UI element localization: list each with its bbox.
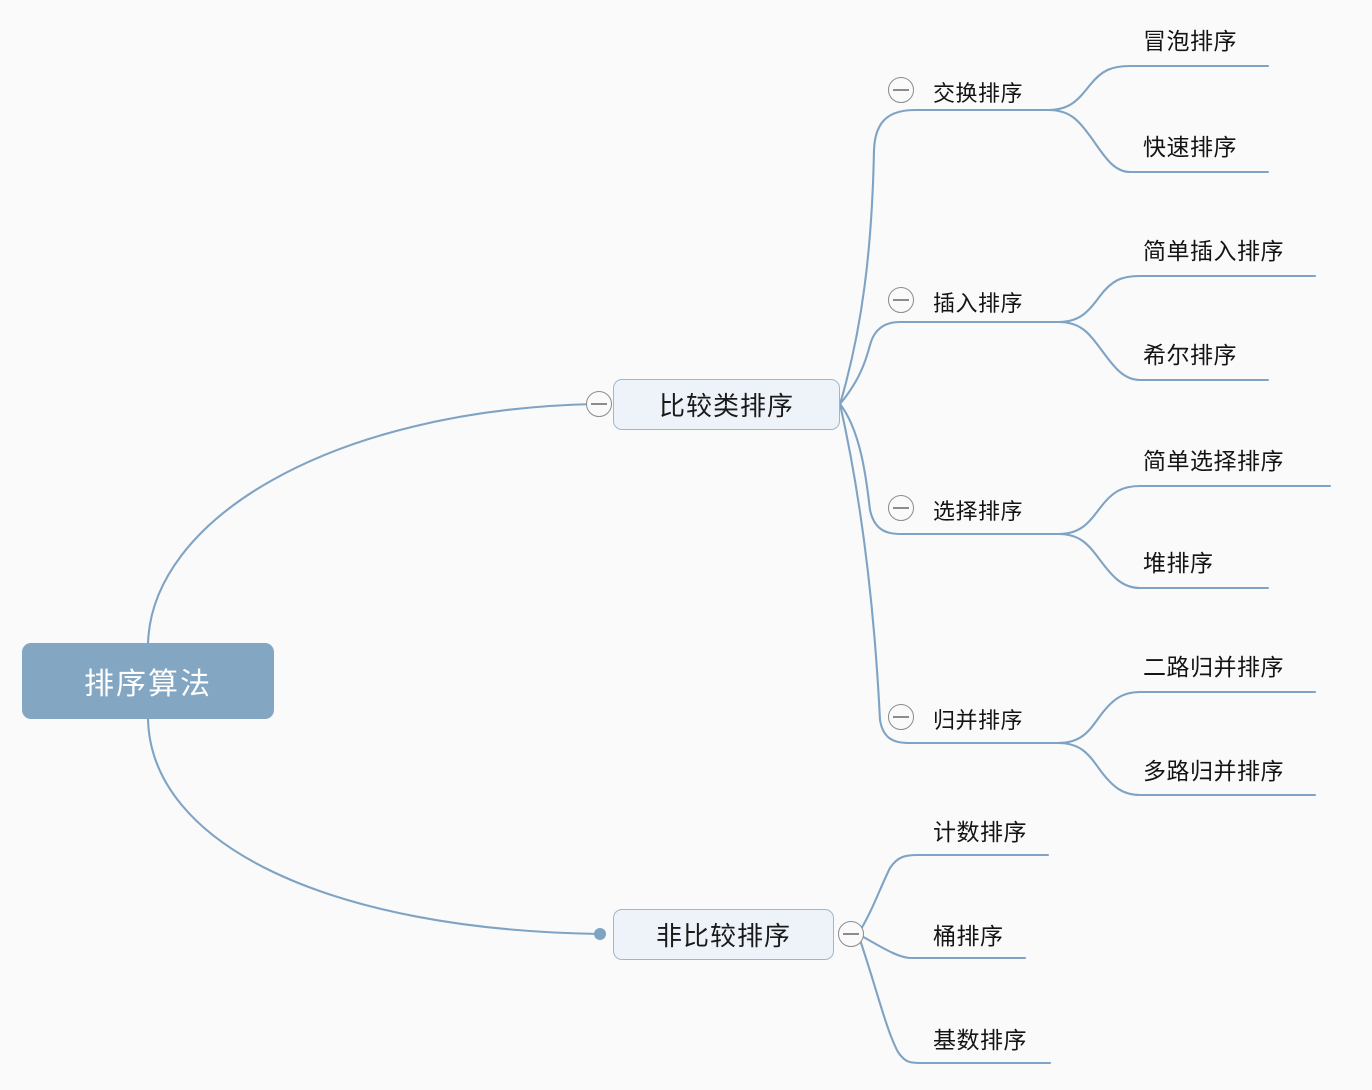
leaf-node-heap-sort[interactable]: 堆排序 <box>1143 551 1214 576</box>
edge-selection-to-simple-selection <box>1056 484 1332 536</box>
leaf-node-counting-sort[interactable]: 计数排序 <box>933 820 1027 845</box>
leaf-node-shell-sort[interactable]: 希尔排序 <box>1143 343 1237 368</box>
leaf-node-two-way-merge-sort[interactable]: 二路归并排序 <box>1143 655 1284 680</box>
leaf-node-bucket-sort[interactable]: 桶排序 <box>933 924 1004 949</box>
edge-merge-to-twoway <box>1056 690 1317 745</box>
edge-comparison-to-exchange <box>838 108 917 406</box>
leaf-node-bubble-sort[interactable]: 冒泡排序 <box>1143 29 1237 54</box>
collapse-toggle-merge[interactable] <box>888 704 914 730</box>
group-node-selection[interactable]: 选择排序 <box>933 499 1024 524</box>
root-node-label: 排序算法 <box>84 668 212 701</box>
leaf-node-quick-sort[interactable]: 快速排序 <box>1143 135 1237 160</box>
collapse-toggle-noncomparison[interactable] <box>838 921 864 947</box>
branch-node-comparison-label: 比较类排序 <box>658 392 794 421</box>
group-node-exchange[interactable]: 交换排序 <box>933 81 1024 106</box>
edge-insertion-to-simple <box>1056 274 1317 324</box>
leaf-node-simple-selection-sort[interactable]: 简单选择排序 <box>1143 449 1284 474</box>
root-node[interactable]: 排序算法 <box>22 643 274 719</box>
edge-root-to-comparison <box>146 402 596 647</box>
edge-root-to-noncomparison <box>146 716 602 936</box>
collapse-toggle-selection[interactable] <box>888 495 914 521</box>
group-node-insertion[interactable]: 插入排序 <box>933 291 1024 316</box>
collapse-toggle-comparison[interactable] <box>586 391 612 417</box>
branch-node-noncomparison-label: 非比较排序 <box>655 922 791 951</box>
leaf-node-radix-sort[interactable]: 基数排序 <box>933 1028 1027 1053</box>
group-node-merge[interactable]: 归并排序 <box>933 708 1024 733</box>
edge-comparison-to-insertion <box>838 320 902 406</box>
collapse-toggle-exchange[interactable] <box>888 77 914 103</box>
leaf-node-simple-insertion-sort[interactable]: 简单插入排序 <box>1143 239 1284 264</box>
edge-comparison-to-merge <box>838 402 910 745</box>
branch-node-noncomparison[interactable]: 非比较排序 <box>613 909 834 960</box>
link-dot-noncomparison <box>594 928 606 940</box>
edge-exchange-to-bubble <box>1046 64 1270 112</box>
collapse-toggle-insertion[interactable] <box>888 287 914 313</box>
branch-node-comparison[interactable]: 比较类排序 <box>613 379 840 430</box>
leaf-node-multi-way-merge-sort[interactable]: 多路归并排序 <box>1143 759 1284 784</box>
